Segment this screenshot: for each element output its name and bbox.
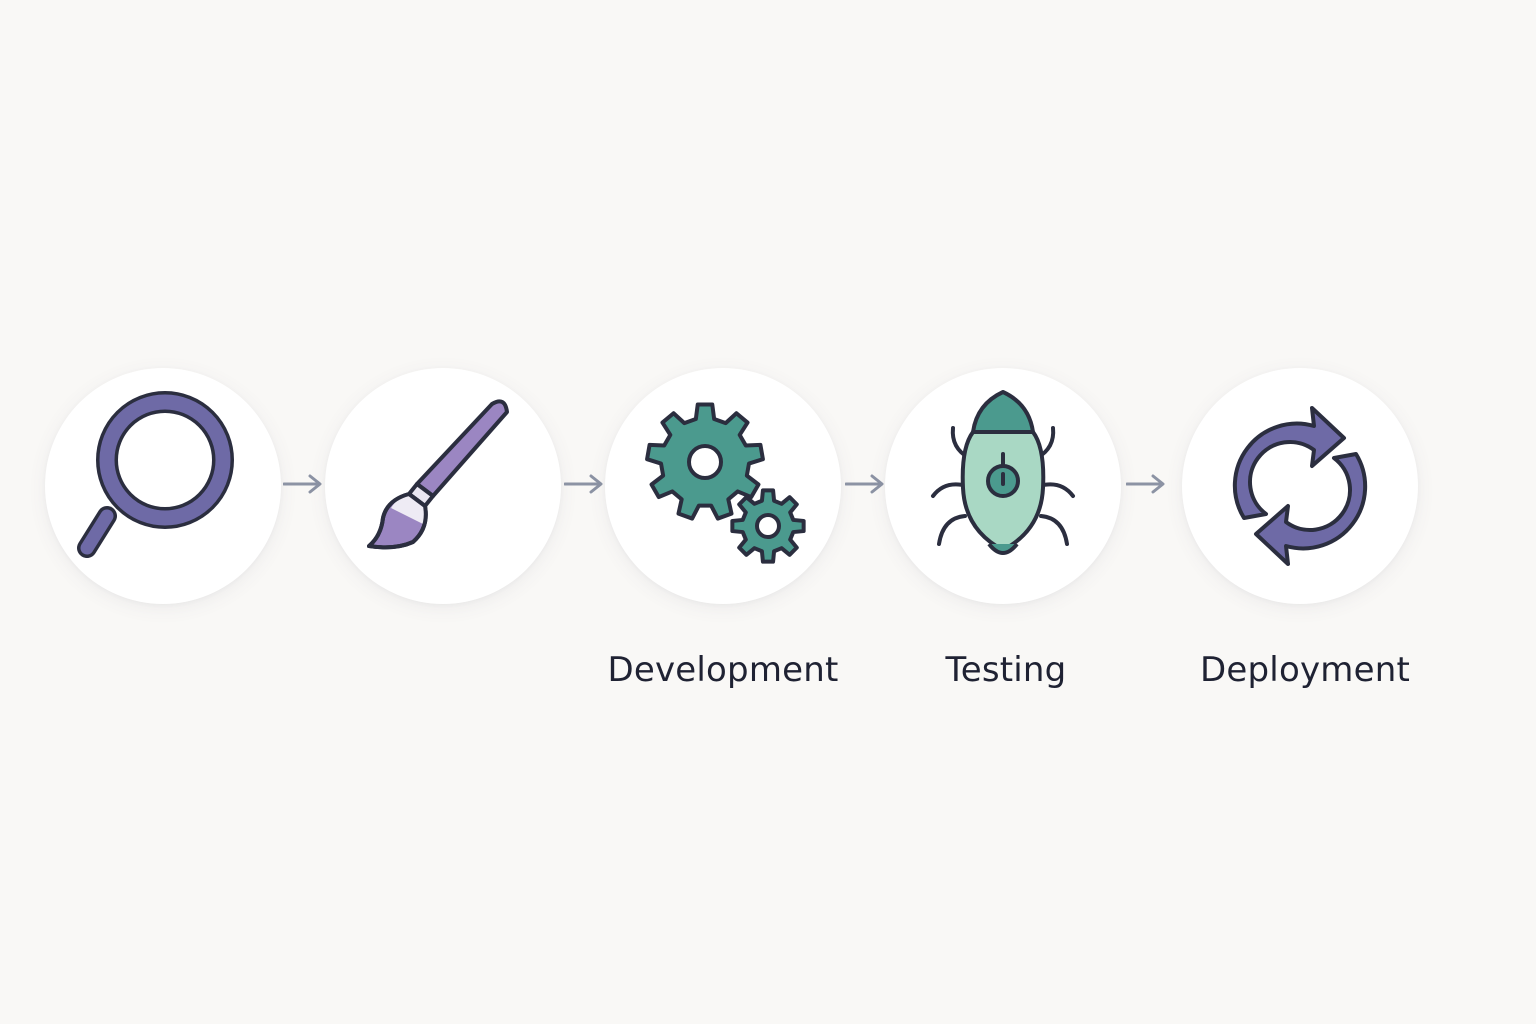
magnifier-icon [77, 391, 234, 558]
arrow-1 [283, 474, 322, 494]
step-circle-development [605, 368, 841, 604]
arrow-3 [845, 474, 884, 494]
step-label-development: Development [607, 650, 839, 690]
large-gear-icon [645, 402, 765, 521]
small-gear-icon [730, 488, 806, 564]
step-circle-design [325, 368, 561, 604]
step-circle-deployment [1182, 368, 1418, 604]
arrow-4 [1126, 474, 1165, 494]
refresh-cycle-icon [1232, 406, 1368, 566]
step-label-testing: Testing [945, 650, 1067, 690]
bug-icon [931, 390, 1075, 555]
gears-icon [645, 402, 806, 564]
paintbrush-icon [367, 399, 509, 550]
step-label-deployment: Deployment [1200, 650, 1410, 690]
arrow-2 [564, 474, 603, 494]
step-circle-testing [885, 368, 1121, 604]
step-circle-research [45, 368, 281, 604]
